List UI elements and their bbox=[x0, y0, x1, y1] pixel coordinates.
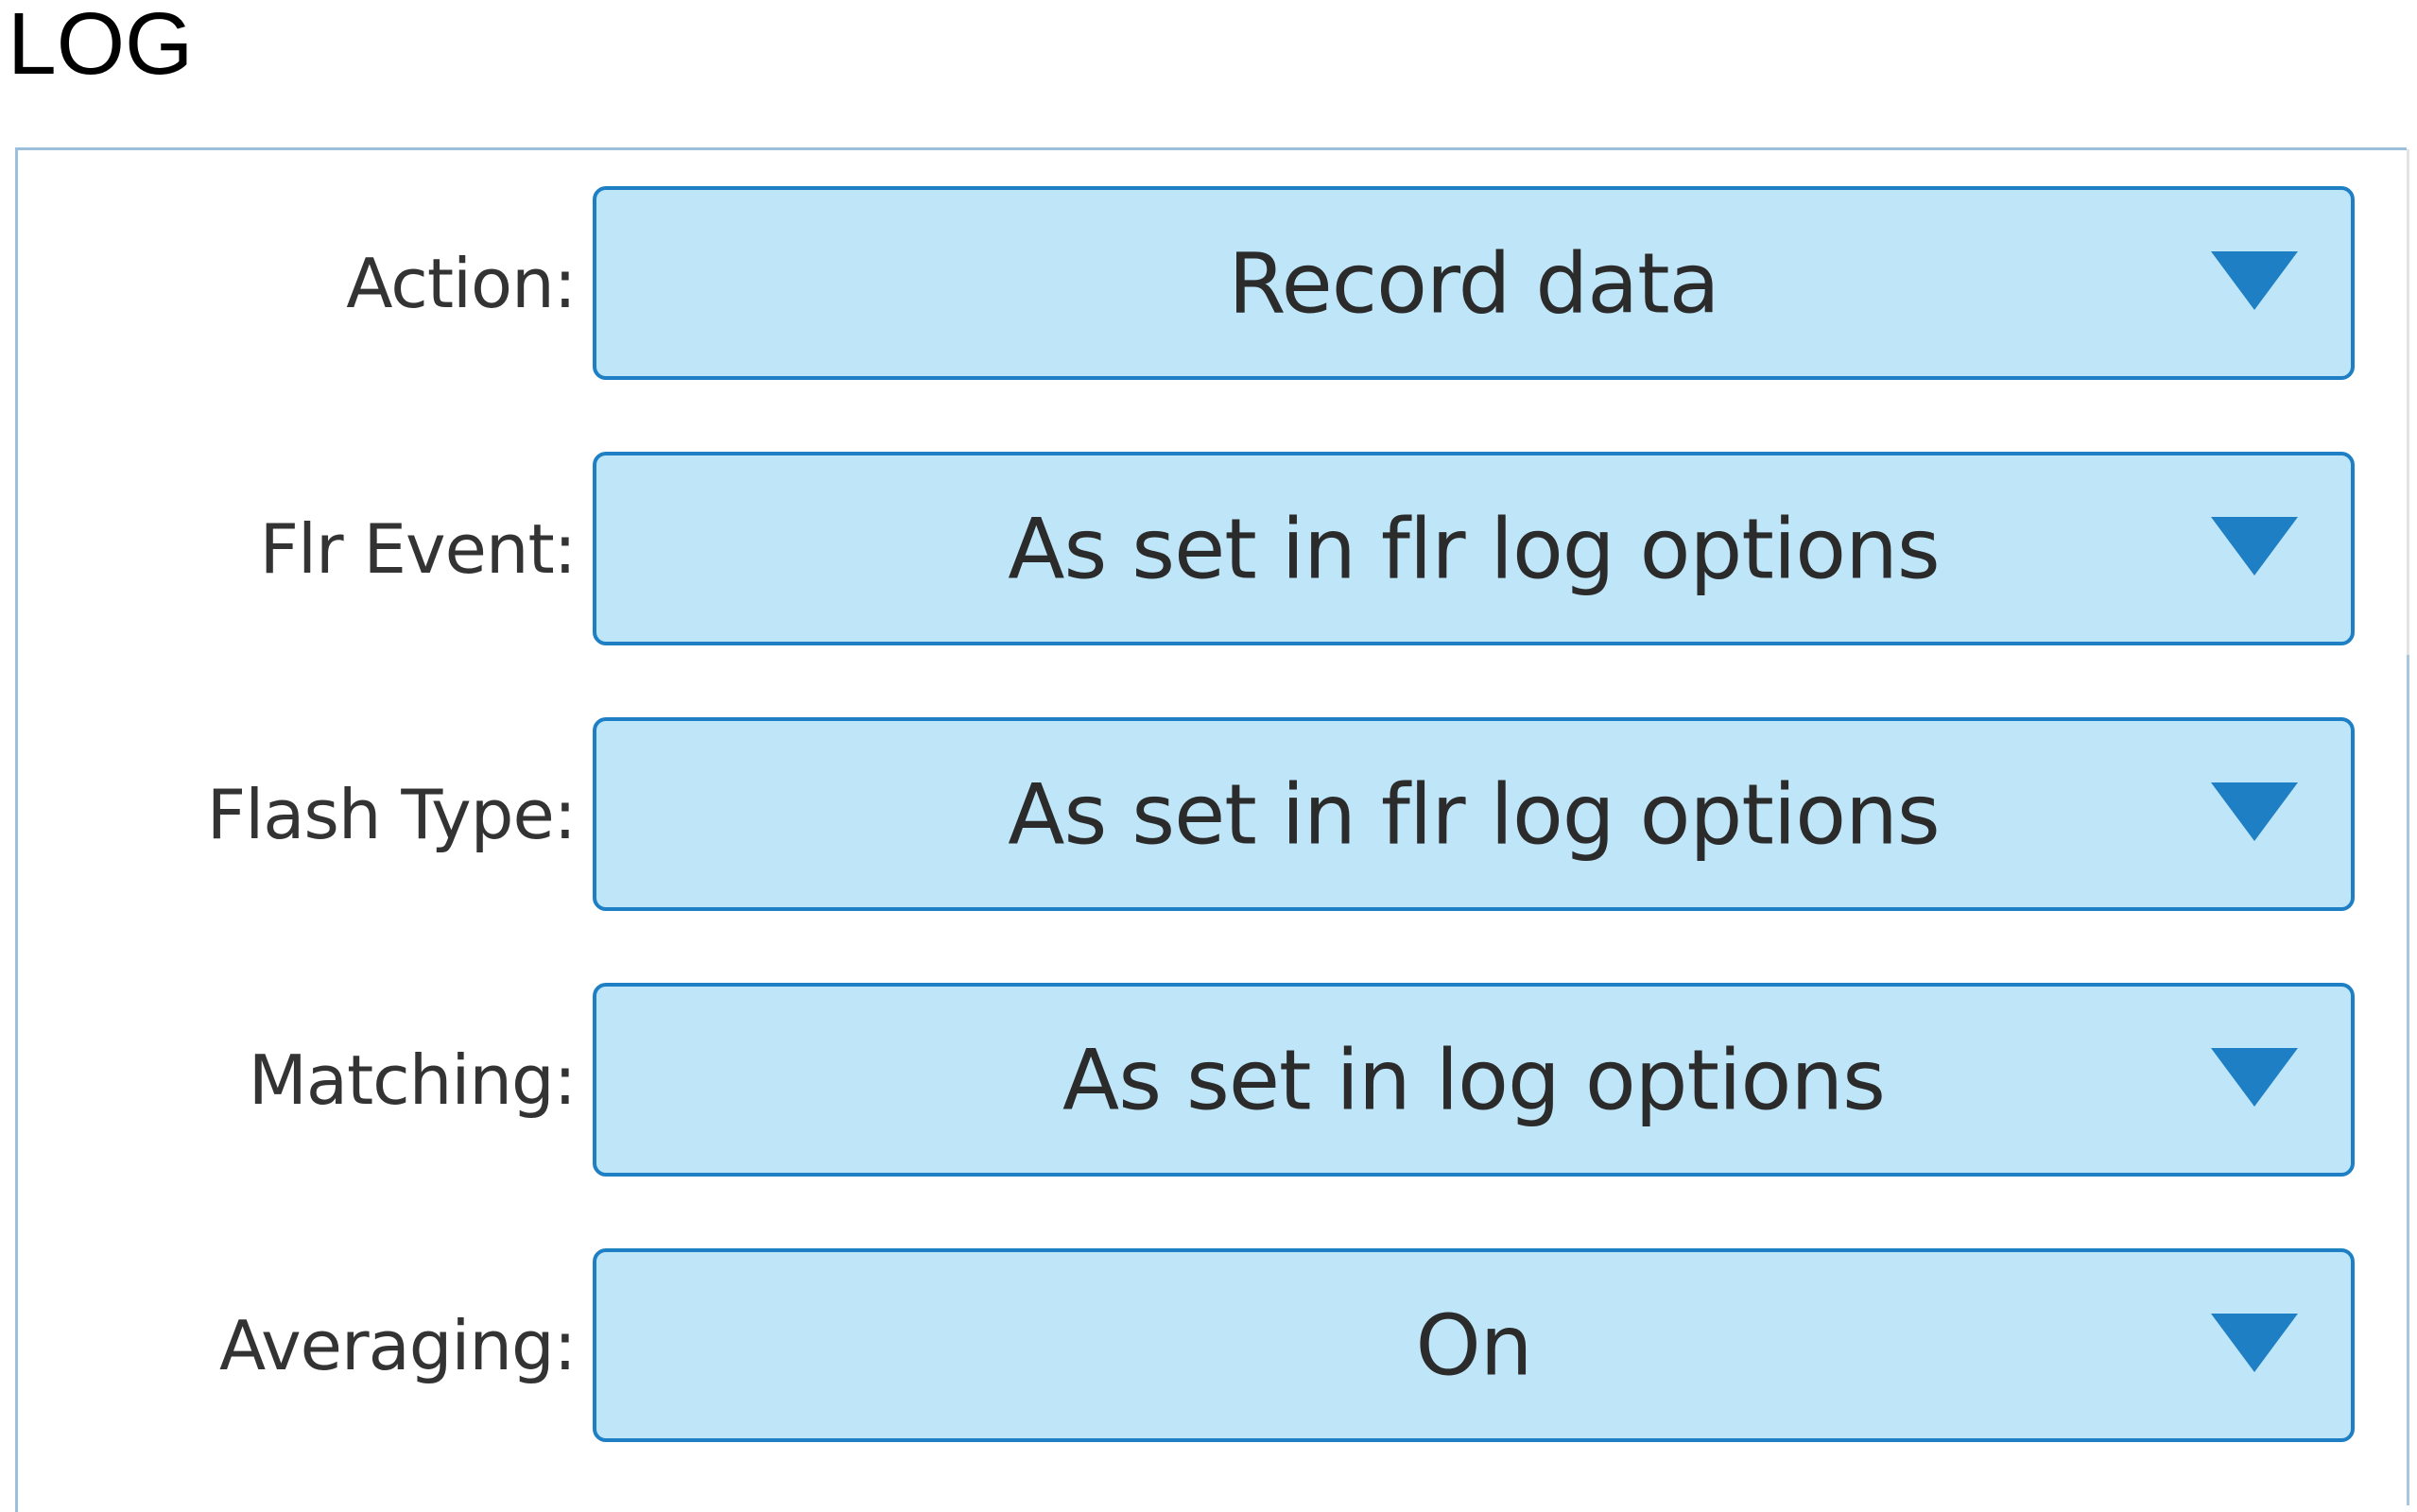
flash-type-select[interactable]: As set in flr log options bbox=[593, 717, 2355, 911]
flash-type-select-value: As set in flr log options bbox=[1008, 765, 1941, 863]
averaging-select[interactable]: On bbox=[593, 1248, 2355, 1442]
action-select-value: Record data bbox=[1228, 234, 1719, 332]
action-label: Action: bbox=[346, 243, 577, 323]
chevron-down-icon[interactable] bbox=[2211, 1047, 2298, 1107]
chevron-down-icon[interactable] bbox=[2211, 1313, 2298, 1372]
averaging-label: Averaging: bbox=[219, 1305, 577, 1385]
scrollbar-track[interactable] bbox=[2407, 655, 2409, 1505]
chevron-down-icon[interactable] bbox=[2211, 250, 2298, 310]
matching-row: Matching: As set in log options bbox=[18, 983, 2409, 1177]
section-title: LOG bbox=[8, 0, 194, 93]
flash-type-row: Flash Type: As set in flr log options bbox=[18, 717, 2409, 911]
action-select[interactable]: Record data bbox=[593, 186, 2355, 380]
action-row: Action: Record data bbox=[18, 186, 2409, 380]
log-settings-panel: Action: Record data Flr Event: As set in… bbox=[15, 147, 2407, 1512]
chevron-down-icon[interactable] bbox=[2211, 516, 2298, 576]
flr-event-select[interactable]: As set in flr log options bbox=[593, 452, 2355, 645]
flr-event-select-value: As set in flr log options bbox=[1008, 500, 1941, 597]
flr-event-row: Flr Event: As set in flr log options bbox=[18, 452, 2409, 645]
matching-label: Matching: bbox=[248, 1040, 577, 1120]
flr-event-label: Flr Event: bbox=[259, 508, 577, 589]
flash-type-label: Flash Type: bbox=[206, 774, 577, 854]
chevron-down-icon[interactable] bbox=[2211, 782, 2298, 841]
averaging-select-value: On bbox=[1415, 1297, 1532, 1394]
matching-select-value: As set in log options bbox=[1062, 1031, 1886, 1128]
panel-edge bbox=[2407, 149, 2409, 655]
matching-select[interactable]: As set in log options bbox=[593, 983, 2355, 1177]
averaging-row: Averaging: On bbox=[18, 1248, 2409, 1442]
